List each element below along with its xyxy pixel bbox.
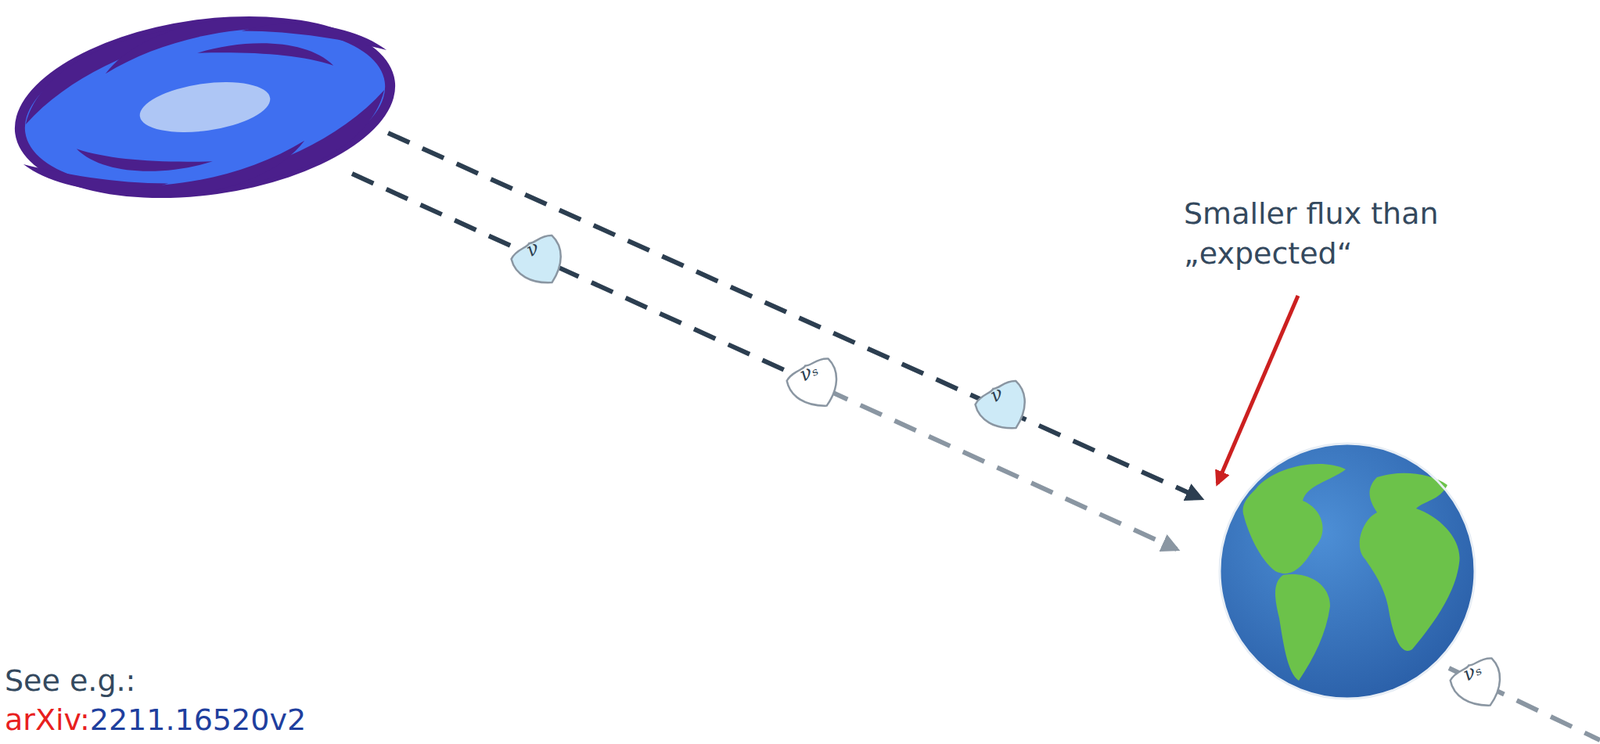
reference-prefix: arXiv: [4, 700, 90, 741]
neutrino-icon: νₛ [1441, 648, 1518, 723]
neutrino-icon: ν [502, 225, 580, 300]
earth [1219, 443, 1475, 699]
neutrino-icon: νₛ [777, 348, 855, 423]
callout-arrow [1217, 295, 1298, 484]
neutrino-icon: ν [966, 370, 1044, 446]
callout-text: Smaller flux than „expected“ [1183, 194, 1521, 275]
neutrino-paths [352, 133, 1600, 741]
reference-note: See e.g.: [4, 661, 136, 702]
galaxy [3, 0, 407, 221]
reference-id: 2211.16520v2 [89, 700, 306, 741]
